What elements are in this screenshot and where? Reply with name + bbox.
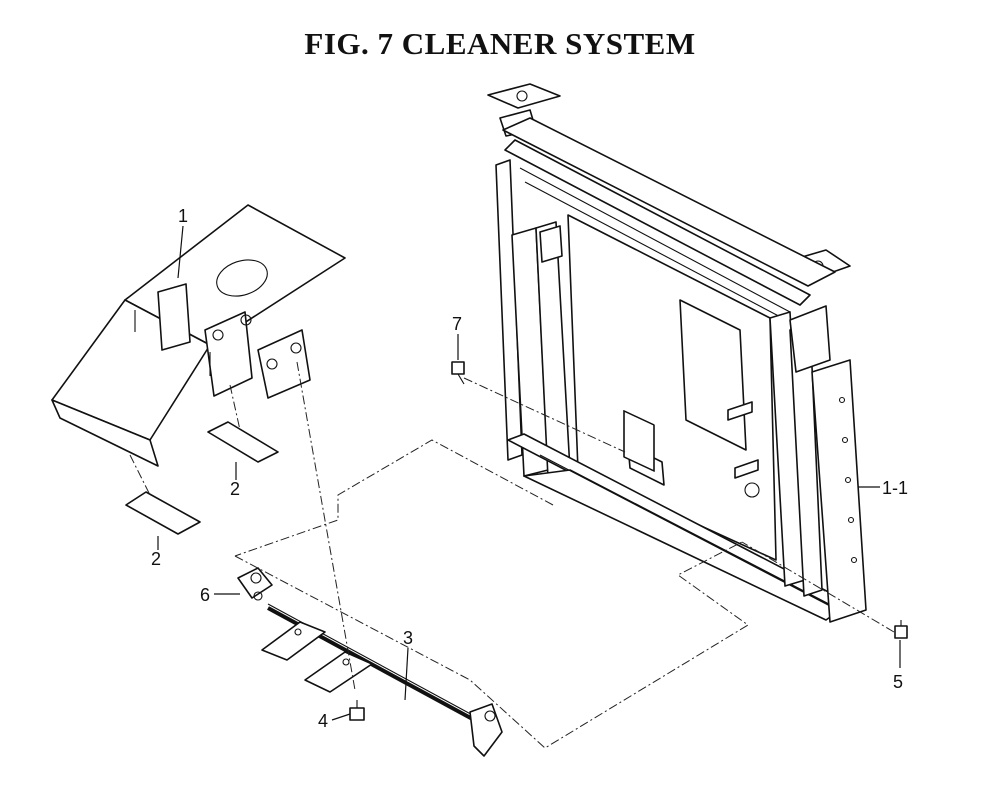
leader-lines bbox=[157, 225, 901, 721]
callout-1-1: 1-1 bbox=[882, 478, 908, 498]
pad-upper bbox=[207, 421, 279, 463]
callout-2-lower: 2 bbox=[151, 549, 161, 569]
frame-assembly bbox=[487, 83, 867, 623]
callout-2-upper: 2 bbox=[230, 479, 240, 499]
callout-4: 4 bbox=[318, 711, 328, 731]
bolt-part-5 bbox=[894, 620, 908, 639]
callout-3: 3 bbox=[403, 628, 413, 648]
bolt-part-4 bbox=[349, 700, 365, 721]
cleaner-cover bbox=[51, 204, 346, 467]
pad-lower bbox=[125, 491, 201, 535]
bracket-part-6 bbox=[237, 567, 273, 601]
callout-5: 5 bbox=[893, 672, 903, 692]
assembly-lines bbox=[129, 361, 895, 749]
figure-title: FIG. 7 CLEANER SYSTEM bbox=[304, 26, 696, 61]
callout-6: 6 bbox=[200, 585, 210, 605]
callout-1: 1 bbox=[178, 206, 188, 226]
wiper-shaft bbox=[261, 603, 503, 757]
bolt-part-7 bbox=[451, 361, 465, 385]
callout-7: 7 bbox=[452, 314, 462, 334]
